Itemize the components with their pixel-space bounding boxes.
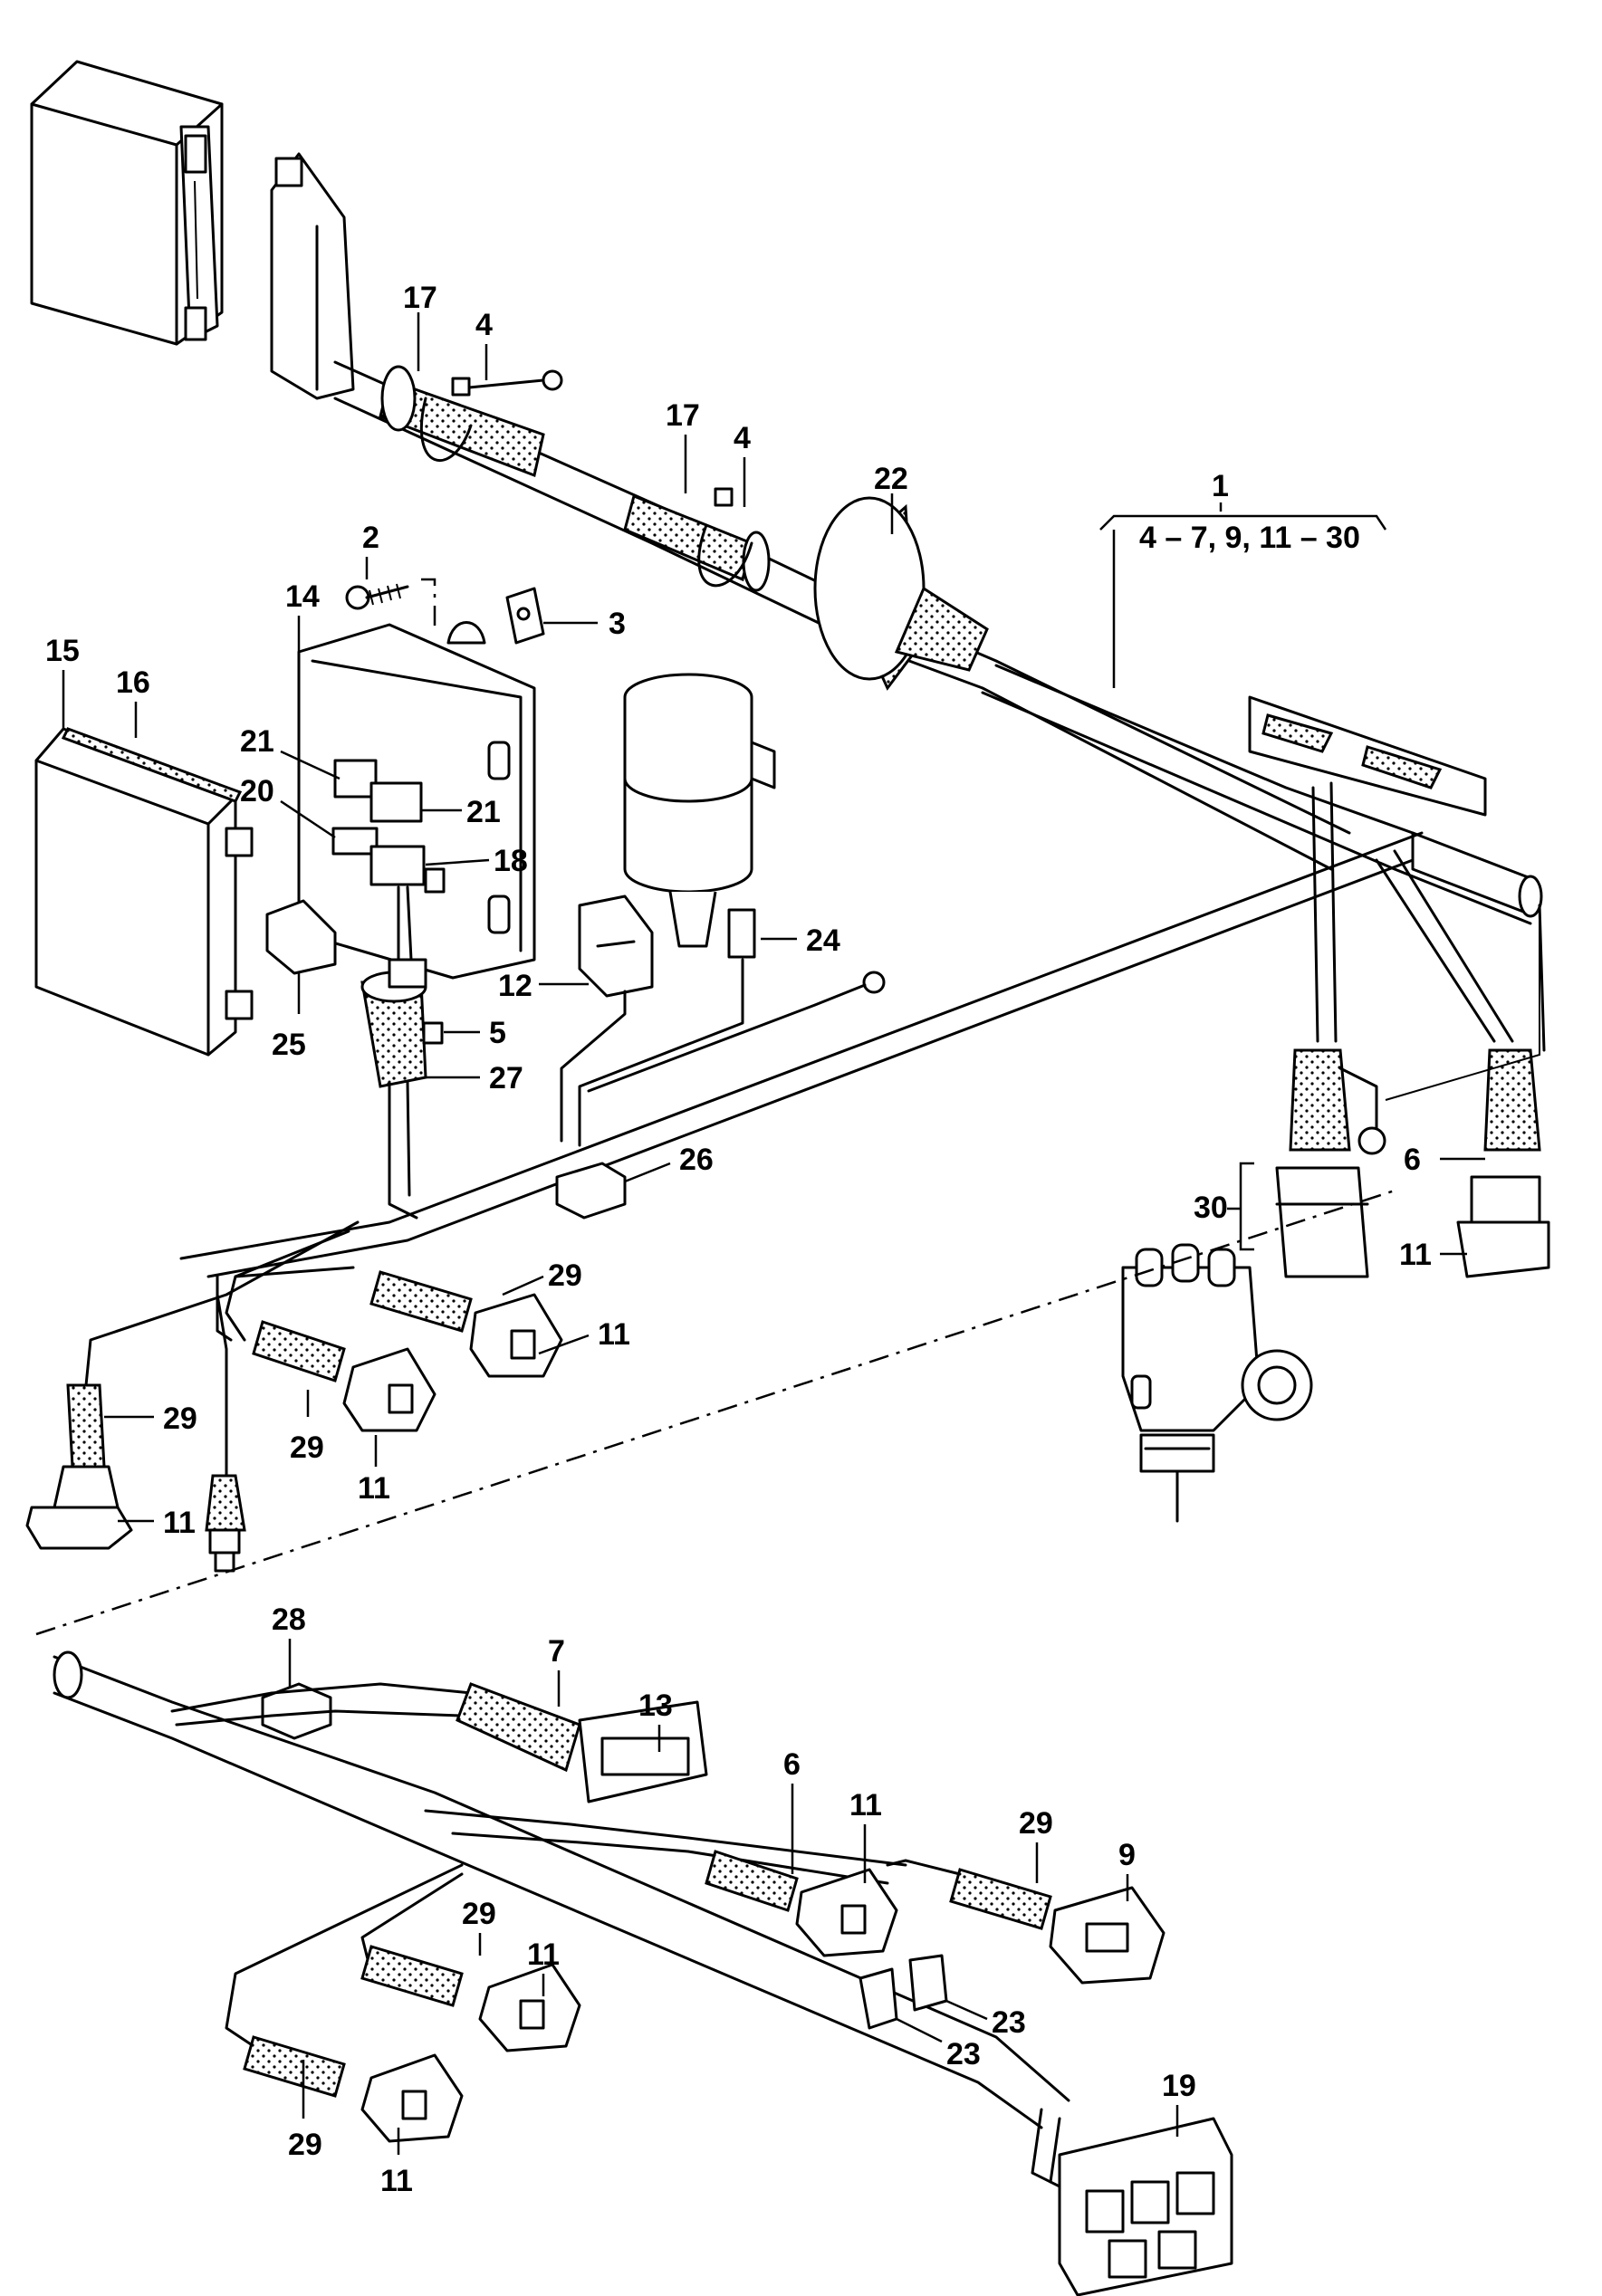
label-p6b: 6 bbox=[783, 1747, 801, 1782]
leader-lines bbox=[62, 312, 1485, 2155]
part-labels: 17 4 17 4 22 1 4 – 7, 9, 11 – 30 2 3 14 … bbox=[45, 281, 1432, 2198]
label-p7: 7 bbox=[548, 1634, 565, 1669]
grommet-22 bbox=[813, 496, 989, 691]
connector-12 bbox=[578, 894, 654, 998]
label-p22: 22 bbox=[874, 462, 908, 496]
label-p17b: 17 bbox=[666, 398, 700, 433]
label-p24: 24 bbox=[806, 923, 840, 958]
relay-sockets-18-20 bbox=[331, 827, 446, 894]
connector-28 bbox=[261, 1682, 332, 1740]
screw-2 bbox=[345, 578, 436, 634]
label-p11e: 11 bbox=[849, 1788, 882, 1822]
connector-25 bbox=[265, 899, 337, 975]
cable-clips-17 bbox=[419, 397, 753, 588]
ecu-connector-housing bbox=[270, 152, 355, 400]
label-p2: 2 bbox=[362, 521, 379, 555]
label-p27: 27 bbox=[489, 1061, 523, 1095]
label-p19: 19 bbox=[1162, 2069, 1196, 2103]
label-p17a: 17 bbox=[403, 281, 437, 315]
label-p4b: 4 bbox=[734, 421, 751, 455]
label-p3: 3 bbox=[609, 607, 626, 641]
relays-21 bbox=[333, 759, 423, 823]
label-p21b: 21 bbox=[466, 795, 501, 829]
connector-11-e bbox=[360, 1945, 581, 2052]
label-p12: 12 bbox=[498, 969, 532, 1003]
connector-19 bbox=[1031, 2108, 1233, 2296]
label-p16: 16 bbox=[116, 665, 150, 700]
label-p13: 13 bbox=[638, 1689, 673, 1723]
boot-27 bbox=[360, 958, 427, 1088]
label-p11d: 11 bbox=[1399, 1238, 1432, 1272]
sensor-left-11 bbox=[25, 1383, 133, 1550]
ignition-coil bbox=[623, 673, 776, 948]
label-p1: 1 bbox=[1212, 469, 1229, 503]
label-p11g: 11 bbox=[380, 2164, 413, 2198]
connector-11-d bbox=[705, 1850, 898, 1957]
label-p6a: 6 bbox=[1404, 1143, 1421, 1177]
label-p29f: 29 bbox=[288, 2128, 322, 2162]
label-p29d: 29 bbox=[1019, 1806, 1053, 1841]
engine-control-unit bbox=[30, 60, 224, 346]
label-p23b: 23 bbox=[946, 2037, 981, 2071]
label-p18: 18 bbox=[494, 844, 528, 878]
cable-tie-bracket bbox=[1248, 695, 1487, 817]
clip-3 bbox=[505, 587, 545, 645]
label-p9: 9 bbox=[1118, 1838, 1136, 1872]
ecu-harness-sleeve bbox=[379, 365, 771, 592]
label-p4a: 4 bbox=[475, 308, 493, 342]
label-p14: 14 bbox=[285, 579, 320, 614]
connector-11-c bbox=[369, 1270, 563, 1378]
label-p11c: 11 bbox=[358, 1471, 390, 1506]
label-p11a: 11 bbox=[598, 1317, 630, 1352]
label-p23a: 23 bbox=[992, 2005, 1026, 2040]
connector-13 bbox=[456, 1682, 708, 1803]
label-p28: 28 bbox=[272, 1602, 306, 1637]
label-p5: 5 bbox=[489, 1016, 506, 1050]
distributor bbox=[1121, 1243, 1313, 1523]
label-p26: 26 bbox=[679, 1143, 714, 1177]
connector-11-b bbox=[252, 1320, 436, 1432]
label-p20: 20 bbox=[240, 774, 274, 808]
label-p21a: 21 bbox=[240, 724, 274, 759]
label-p29a: 29 bbox=[548, 1258, 582, 1293]
label-p11b: 11 bbox=[163, 1506, 196, 1540]
label-p1-range: 4 – 7, 9, 11 – 30 bbox=[1139, 521, 1360, 555]
corrugated-tube-end bbox=[1411, 831, 1543, 918]
label-p29b: 29 bbox=[163, 1402, 197, 1436]
label-p11f: 11 bbox=[527, 1937, 560, 1972]
label-p15: 15 bbox=[45, 634, 80, 668]
plug-5 bbox=[422, 1021, 444, 1045]
connector-9 bbox=[949, 1868, 1166, 1985]
label-p29c: 29 bbox=[290, 1430, 324, 1465]
probe-11 bbox=[205, 1474, 246, 1573]
label-p30: 30 bbox=[1194, 1191, 1228, 1225]
earth-wires-4 bbox=[451, 369, 734, 507]
sensor-right-11 bbox=[1456, 1048, 1550, 1278]
connector-26 bbox=[555, 1162, 627, 1220]
connector-11-f bbox=[243, 2035, 464, 2143]
splice-23 bbox=[859, 1954, 948, 2030]
label-p25: 25 bbox=[272, 1028, 306, 1062]
sensor-30 bbox=[1275, 1048, 1369, 1278]
connector-24 bbox=[727, 908, 756, 959]
control-unit-15-16 bbox=[34, 727, 254, 1057]
label-p29e: 29 bbox=[462, 1897, 496, 1931]
